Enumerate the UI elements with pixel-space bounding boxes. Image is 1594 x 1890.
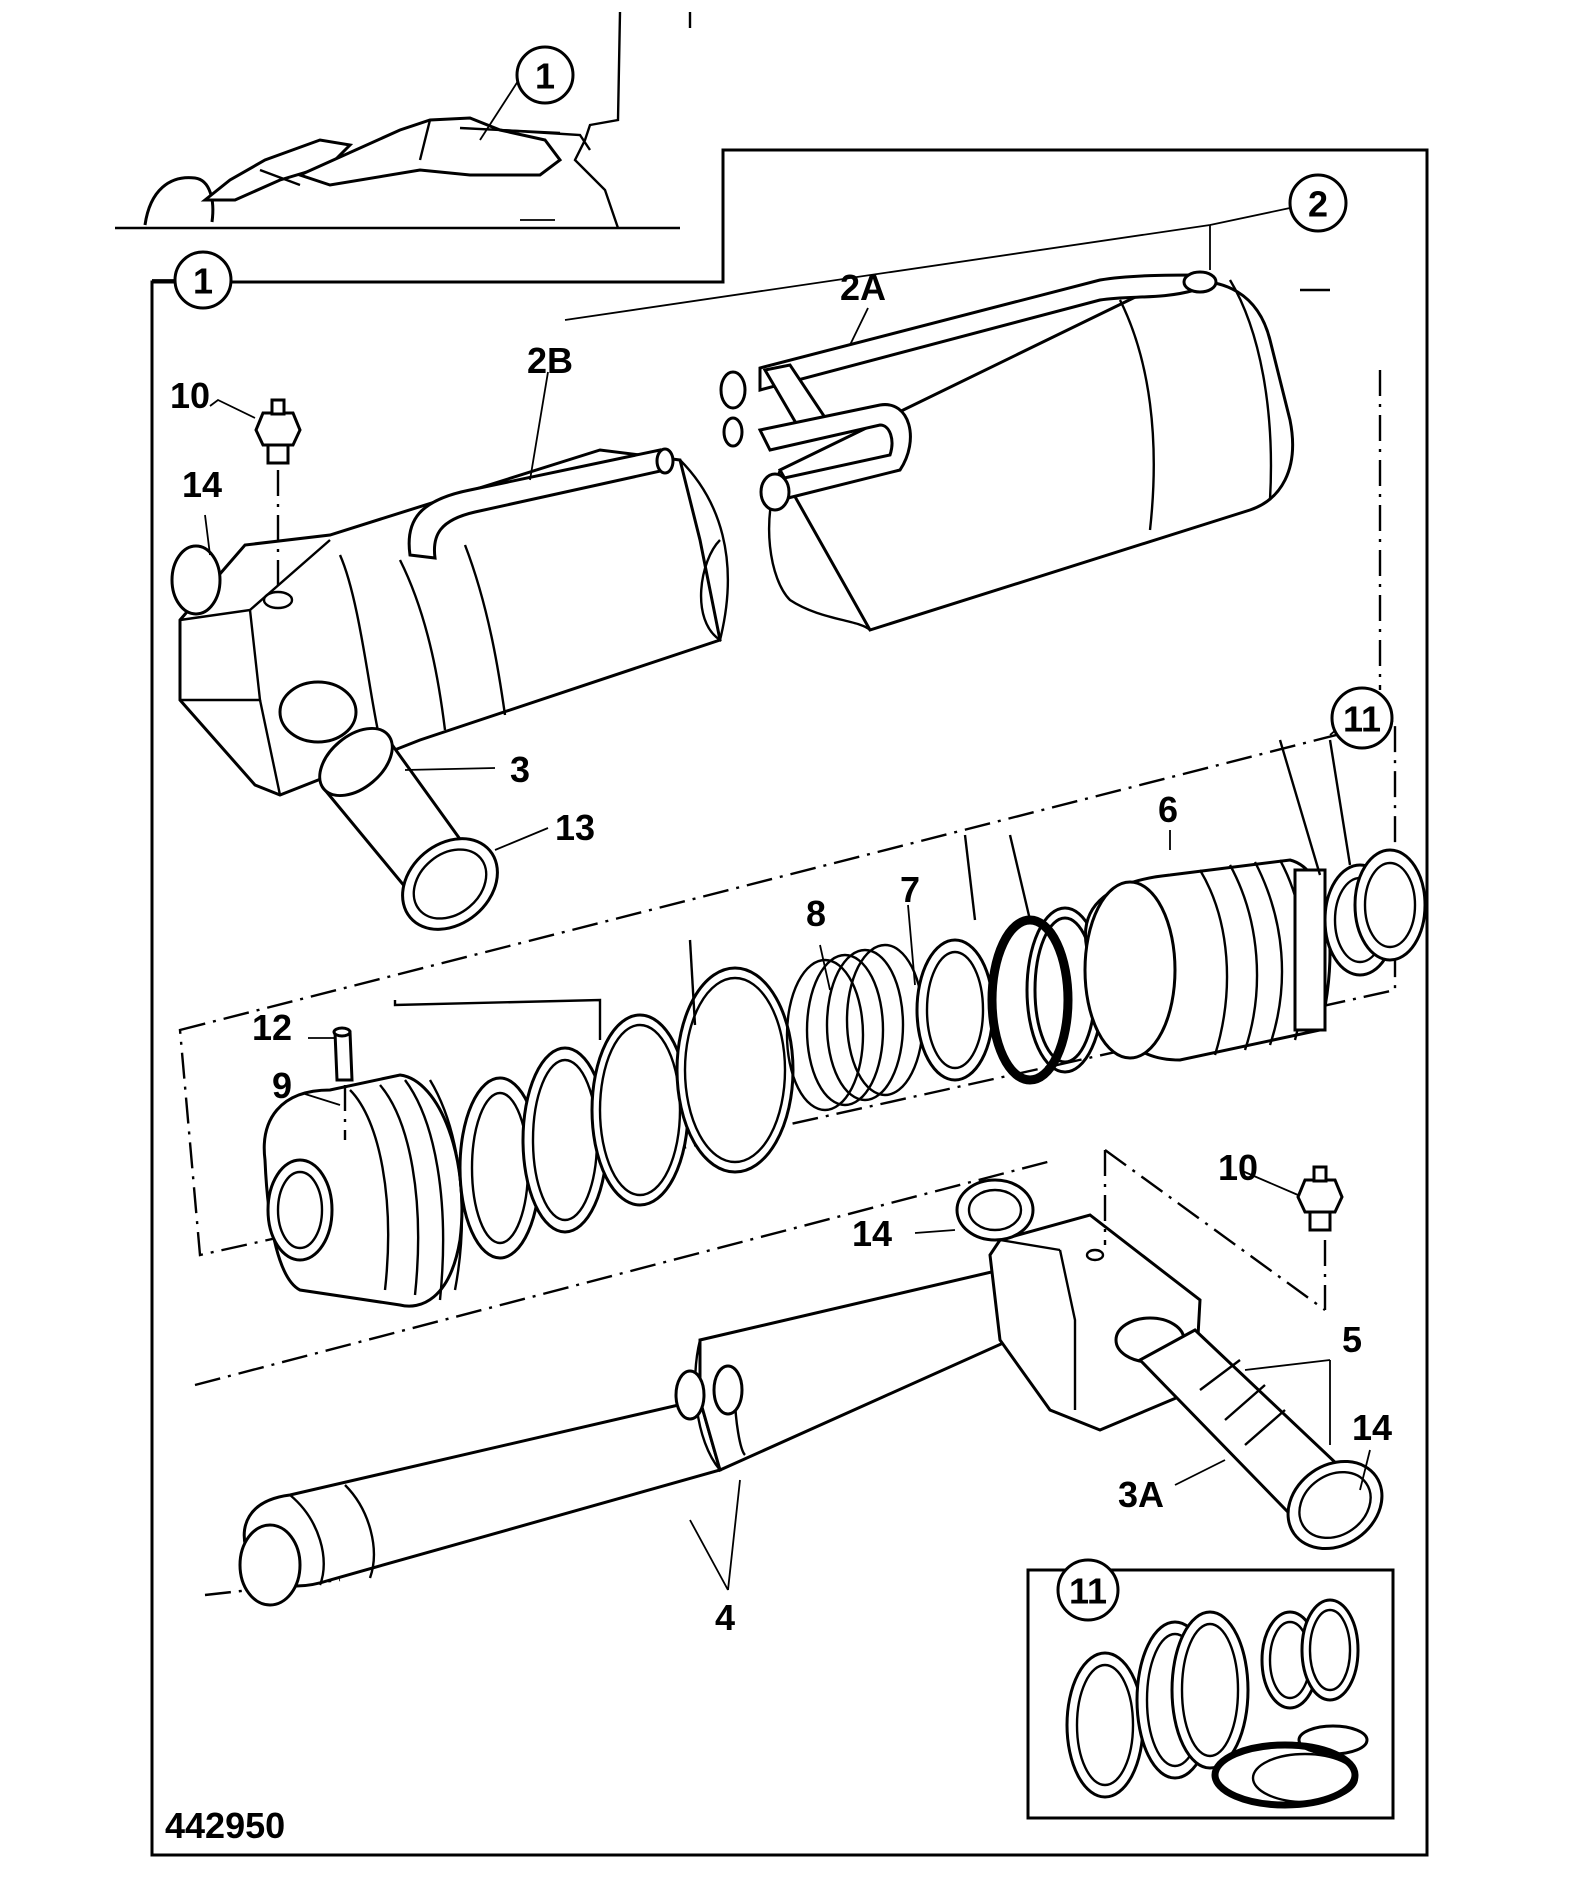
- callout-inset-1-text: 1: [535, 56, 555, 97]
- label-3a: 3A: [1118, 1474, 1164, 1515]
- label-10-top: 10: [170, 375, 210, 416]
- rod-eye-and-pin-3a: [955, 1149, 1384, 1551]
- label-14-left: 14: [182, 464, 222, 505]
- seal-kit-11-box: [1026, 1568, 1395, 1820]
- pivot-pin-3: [318, 726, 499, 931]
- callout-11-kit: 11: [1056, 1558, 1120, 1622]
- label-3: 3: [510, 749, 530, 790]
- callout-inset-1: 1: [515, 45, 575, 105]
- leader-lines: [152, 77, 1371, 1591]
- label-7: 7: [900, 869, 920, 910]
- label-9: 9: [272, 1065, 292, 1106]
- piston-rod-4: [194, 1158, 1056, 1607]
- callout-2-text: 2: [1308, 184, 1328, 225]
- main-frame: [150, 148, 1429, 1857]
- label-4: 4: [715, 1597, 735, 1638]
- label-5: 5: [1342, 1319, 1362, 1360]
- label-14-right: 14: [1352, 1407, 1392, 1448]
- figure-number: 442950: [165, 1805, 285, 1846]
- label-12: 12: [252, 1007, 292, 1048]
- label-2a: 2A: [840, 267, 886, 308]
- label-8: 8: [806, 893, 826, 934]
- label-6: 6: [1158, 789, 1178, 830]
- callout-11-top: 11: [1330, 686, 1394, 750]
- label-10-right: 10: [1218, 1147, 1258, 1188]
- callout-2: 2: [1288, 173, 1348, 233]
- callout-main-1-text: 1: [193, 261, 213, 302]
- callout-11-kit-text: 11: [1069, 1571, 1107, 1612]
- callout-main-1: 1: [173, 250, 233, 310]
- label-2b: 2B: [527, 340, 573, 381]
- label-13: 13: [555, 807, 595, 848]
- machine-overview-inset: [115, 11, 692, 230]
- cylinder-barrel-assembly: [170, 270, 1330, 797]
- callout-11-top-text: 11: [1343, 699, 1381, 740]
- piston-assembly: [178, 370, 1427, 1308]
- label-14-mid: 14: [852, 1213, 892, 1254]
